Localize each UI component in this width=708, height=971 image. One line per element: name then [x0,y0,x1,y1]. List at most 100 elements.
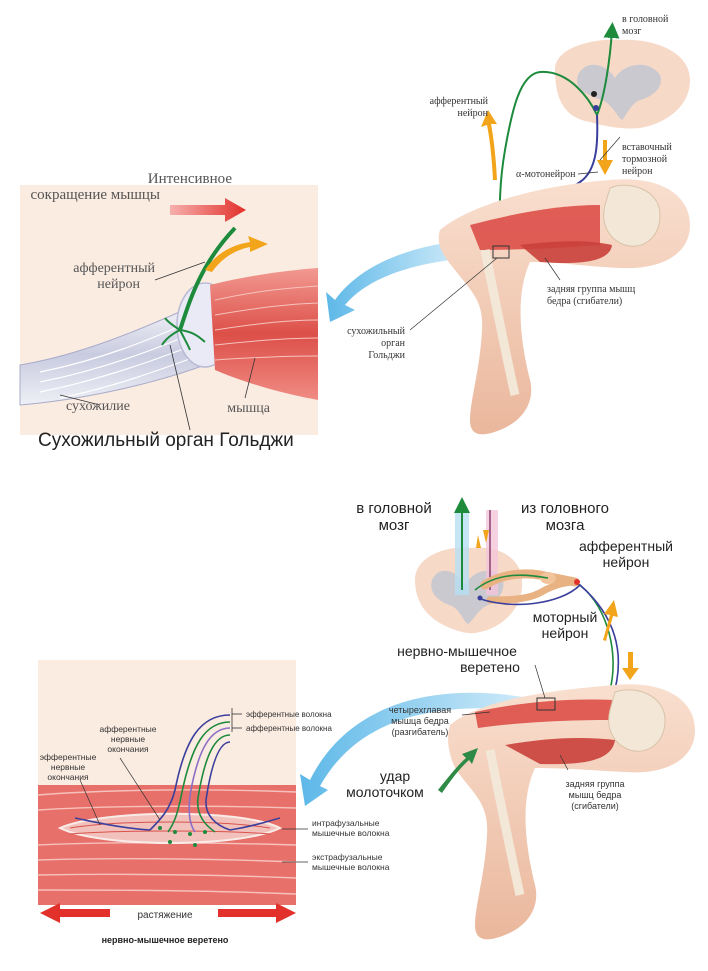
leader-hamstrings-top [544,257,561,281]
bottom-hamstrings-line1: задняя группа [565,779,624,789]
stretch-arrow-left [40,903,110,923]
top-interneuron-line3: нейрон [622,166,653,177]
spindle-inset [37,660,297,905]
bottom-spindle-marker [536,697,556,711]
top-interneuron-line1: вставочный [622,142,673,153]
bottom-hamstrings-line2: мышц бедра [569,790,622,800]
top-afferent-arrow [481,110,497,180]
descending-tract [486,510,498,595]
bottom-afferent-line1: афферентный [579,538,673,554]
top-spinal-cord [555,39,690,129]
top-interneuron-soma [591,91,597,97]
bottom-pelvis-bone [608,689,666,752]
quad-line3: (разгибатель) [392,727,449,737]
stretch-label: растяжение [137,910,192,921]
quad-line1: четырехглавая [389,705,451,715]
top-pelvis-bone [603,184,661,247]
top-hamstring-muscle [470,205,600,250]
inset-muscle-shape [210,268,318,400]
bottom-motor-line1: моторный [533,609,598,625]
ventral-root [486,578,579,604]
motor-soma [477,595,483,601]
spindle-endings [158,826,207,847]
top-golgi-marker [492,245,510,259]
top-motor-soma [593,105,599,111]
leader-golgi-organ [409,257,498,331]
inset-heading-line2: сокращение мышцы [31,187,161,203]
top-to-brain-line2: мозг [622,26,641,37]
bottom-tract-arrow-up [476,535,481,548]
inset-afferent-line1: афферентный [73,261,155,276]
inset-muscle-label: мышца [227,401,271,416]
efferent-fibers-label: эфферентные волокна [246,710,332,719]
top-to-brain-line1: в головной [622,14,669,25]
afferent-soma [574,579,580,585]
bottom-leg [448,684,695,940]
top-golgi-line2: орган [381,338,406,349]
leader-spindle [534,664,546,699]
quad-line2: мышца бедра [391,716,449,726]
intrafusal-line2: мышечные волокна [312,828,390,838]
bottom-tract-arrow-down [483,530,489,543]
hammer-line1: удар [380,768,410,784]
aff-endings-line2: нервные [111,734,145,744]
leader-quad [461,711,491,716]
top-to-brain-path [596,22,620,116]
inset-neuron-branches [161,317,206,351]
top-hamstring-muscle-2 [520,241,612,264]
aff-endings-line3: окончания [107,744,149,754]
top-hamstrings-line2: бедра (сгибатели) [547,296,622,307]
bottom-hamstrings-line3: (сгибатели) [571,801,619,811]
aff-endings-line1: афферентные [99,724,156,734]
bottom-to-brain-line1: в головной [356,500,432,517]
bottom-spindle-line1: нервно-мышечное [397,643,517,659]
bottom-afferent-arrow [603,600,618,641]
bottom-afferent-inner [474,574,549,591]
extrafusal-line2: мышечные волокна [312,862,390,872]
leader-hamstrings-bottom [559,754,569,771]
inset-heading-line1: Интенсивное [148,171,233,187]
leader-alpha [577,171,599,175]
hammer-line2: молоточком [346,784,424,800]
inset-tendon-label: сухожилие [66,399,130,414]
top-spinal-grey-matter [577,64,661,120]
extrafusal-block [38,785,296,905]
stretch-arrow-right [218,903,296,923]
top-alpha-motor: α-мотонейрон [516,169,576,180]
top-golgi-line3: Гольджи [368,350,405,361]
bottom-afferent-line2: нейрон [603,554,650,570]
leader-golgi-caption [169,344,191,431]
top-hamstrings-line1: задняя группа мышц [547,284,636,295]
top-afferent-line1: афферентный [430,96,489,107]
extrafusal-line1: экстрафузальные [312,852,383,862]
leader-tendon [59,394,101,406]
inset-afferent-line2: нейрон [97,277,140,292]
top-golgi-line1: сухожильный [347,326,406,337]
top-zoom-arrow [326,240,470,322]
bottom-motor-line2: нейрон [542,625,589,641]
bottom-efferent-arrow [622,652,639,680]
bottom-to-brain-line2: мозг [379,517,410,534]
bottom-spindle-line2: веретено [460,659,520,675]
top-interneuron-line2: тормозной [622,154,668,165]
inset-signal-arrow [205,236,268,272]
leader-interneuron [599,136,621,161]
eff-endings-line3: окончания [47,772,89,782]
top-efferent-arrow [597,140,613,175]
bottom-tibia-bone [485,749,525,896]
bottom-from-brain-line1: из головного [521,500,609,517]
golgi-inset: Интенсивное сокращение мышцы афферентный… [19,171,319,435]
leader-aff-endings [119,757,161,821]
inset-afferent-neuron [178,226,237,331]
bottom-from-brain-line2: мозга [546,517,586,534]
eff-endings-line1: эфферентные [40,752,97,762]
top-tibia-bone [480,249,520,396]
quadriceps-muscle [475,699,612,728]
leader-eff-endings [79,779,101,826]
spindle-caption: нервно-мышечное веретено [102,935,229,945]
leader-muscle [244,357,256,399]
bottom-hamstring-muscle [505,737,615,765]
top-afferent-line2: нейрон [458,108,489,119]
eff-endings-line2: нервные [51,762,85,772]
